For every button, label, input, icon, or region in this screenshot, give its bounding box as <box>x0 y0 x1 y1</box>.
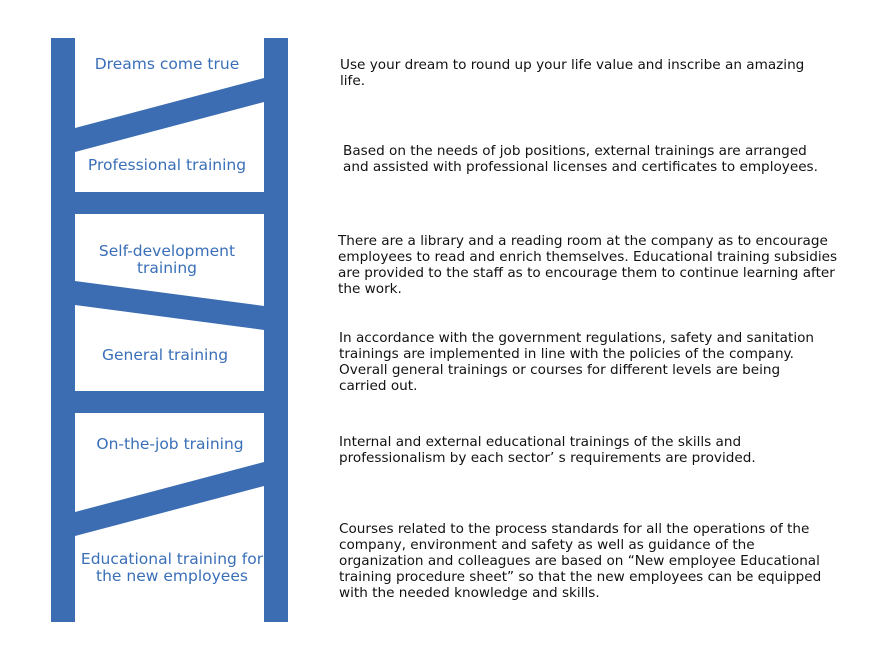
step-label-general: General training <box>101 346 229 364</box>
ladder-rung-5 <box>75 462 264 536</box>
step-label-new-employees: Educational training for the new employe… <box>80 550 264 585</box>
step-description-on-the-job: Internal and external educational traini… <box>339 434 756 466</box>
ladder-rung-2 <box>75 192 264 214</box>
step-label-professional: Professional training <box>87 156 247 174</box>
ladder-rung-4 <box>75 391 264 413</box>
step-description-dreams: Use your dream to round up your life val… <box>340 57 805 89</box>
ladder-rung-1 <box>75 78 264 152</box>
step-description-general: In accordance with the government regula… <box>339 330 815 394</box>
ladder-rung-3 <box>75 281 264 330</box>
step-description-self-development: There are a library and a reading room a… <box>338 233 838 297</box>
ladder-right-rail <box>264 38 288 622</box>
step-label-dreams: Dreams come true <box>94 55 240 73</box>
step-description-professional: Based on the needs of job positions, ext… <box>343 143 818 175</box>
step-label-self-development: Self-development training <box>98 242 236 277</box>
step-label-on-the-job: On-the-job training <box>96 435 244 453</box>
step-description-new-employees: Courses related to the process standards… <box>339 521 822 601</box>
ladder-left-rail <box>51 38 75 622</box>
